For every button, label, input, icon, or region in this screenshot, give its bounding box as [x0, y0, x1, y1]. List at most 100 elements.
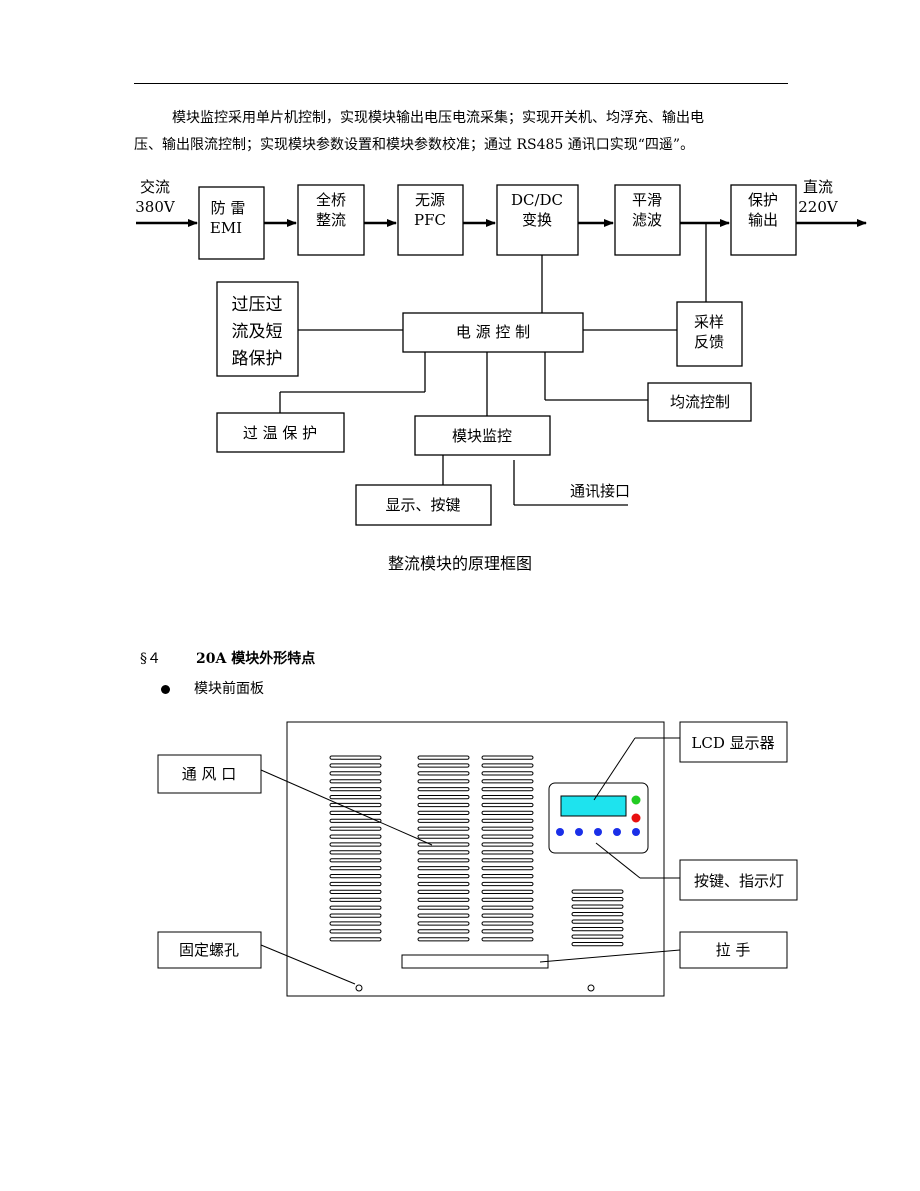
- vent-slot: [417, 810, 470, 815]
- vent-slot: [417, 913, 470, 918]
- callout-lcd: [679, 721, 788, 763]
- vent-slot: [571, 889, 624, 894]
- vent-slot: [481, 779, 534, 784]
- vent-slot: [417, 858, 470, 863]
- vent-slot: [329, 818, 382, 823]
- vent-slot: [417, 866, 470, 871]
- bridge-label-2: 整流: [316, 211, 346, 229]
- screw-hole-right: [587, 984, 595, 992]
- vent-slot: [417, 755, 470, 760]
- vent-slot: [481, 897, 534, 902]
- key-button-4[interactable]: [613, 828, 621, 836]
- vent-slot: [329, 889, 382, 894]
- vent-group-right: [481, 755, 534, 942]
- vent-slot: [417, 842, 470, 847]
- vent-slot: [417, 929, 470, 934]
- vent-slot: [481, 810, 534, 815]
- vent-slot: [329, 755, 382, 760]
- vent-slot: [481, 763, 534, 768]
- box-monitor: [414, 415, 551, 456]
- key-button-3[interactable]: [594, 828, 602, 836]
- box-dcdc: [496, 184, 579, 256]
- vent-slot: [417, 818, 470, 823]
- header-rule: [134, 83, 788, 84]
- vent-slot: [417, 771, 470, 776]
- vent-slot: [481, 874, 534, 879]
- output-label-2: 220V: [798, 198, 839, 216]
- intro-paragraph: 模块监控采用单片机控制，实现模块输出电压电流采集；实现开关机、均浮充、输出电 压…: [134, 105, 794, 159]
- vent-group-middle: [417, 755, 470, 942]
- callout-keys-leds: [679, 859, 798, 901]
- section-title: 20A 模块外形特点: [196, 651, 316, 667]
- vent-slot: [571, 904, 624, 909]
- vent-slot: [481, 929, 534, 934]
- callout-screw-hole-label: 固定螺孔: [179, 941, 239, 959]
- led-green: [631, 795, 641, 805]
- display-keys-label: 显示、按键: [385, 496, 460, 514]
- section-number: §４: [140, 651, 161, 667]
- section-heading: §４ 20A 模块外形特点: [140, 648, 315, 668]
- lcd-display: [560, 795, 627, 817]
- emi-label-1: 防 雷: [211, 199, 246, 217]
- callout-vent: [157, 754, 262, 794]
- current-share-label: 均流控制: [670, 393, 730, 411]
- vent-slot: [481, 826, 534, 831]
- vent-slot: [417, 897, 470, 902]
- vent-slot: [481, 787, 534, 792]
- led-red: [631, 813, 641, 823]
- box-sample-feedback: [676, 301, 743, 367]
- bullet-text: 模块前面板: [194, 681, 264, 697]
- vent-slot: [329, 937, 382, 942]
- callout-vent-label: 通 风 口: [182, 765, 237, 783]
- vent-slot: [481, 771, 534, 776]
- screw-hole-left: [355, 984, 363, 992]
- vent-slot: [329, 913, 382, 918]
- leader-lcd-d: [593, 737, 636, 801]
- vent-slot: [481, 834, 534, 839]
- output-label-1: 直流: [803, 178, 833, 196]
- box-overvolt: [216, 281, 299, 377]
- vent-slot: [481, 913, 534, 918]
- overvolt-label-2: 流及短: [232, 322, 283, 342]
- box-filter: [614, 184, 681, 256]
- vent-slot: [329, 834, 382, 839]
- vent-slot: [329, 771, 382, 776]
- key-button-1[interactable]: [556, 828, 564, 836]
- vent-slot: [417, 763, 470, 768]
- callout-lcd-label: LCD 显示器: [691, 734, 774, 752]
- protect-label-2: 输出: [748, 211, 778, 229]
- bridge-label-1: 全桥: [316, 191, 346, 209]
- box-emi: [198, 186, 265, 260]
- callout-handle-label: 拉 手: [716, 941, 751, 959]
- leader-screw: [260, 944, 356, 985]
- filter-label-1: 平滑: [632, 191, 662, 209]
- vent-slot: [481, 842, 534, 847]
- vent-slot: [571, 942, 624, 947]
- vent-slot: [571, 897, 624, 902]
- overvolt-label-3: 路保护: [232, 349, 283, 369]
- key-buttons[interactable]: [556, 828, 640, 836]
- key-button-2[interactable]: [575, 828, 583, 836]
- pfc-label-1: 无源: [415, 191, 445, 209]
- key-button-5[interactable]: [632, 828, 640, 836]
- vent-slot: [417, 834, 470, 839]
- vent-slot: [417, 874, 470, 879]
- box-pfc: [397, 184, 464, 256]
- monitor-label: 模块监控: [452, 427, 512, 445]
- vent-slot: [329, 858, 382, 863]
- box-protect-out: [730, 184, 797, 256]
- vent-slot: [417, 881, 470, 887]
- vent-slot: [481, 755, 534, 760]
- vent-slot: [417, 921, 470, 926]
- vent-slot: [329, 905, 382, 910]
- pull-handle[interactable]: [401, 954, 549, 969]
- sample-label-2: 反馈: [694, 333, 724, 351]
- box-bridge: [297, 184, 365, 256]
- sample-label-1: 采样: [694, 313, 724, 331]
- vent-slot: [329, 850, 382, 855]
- vent-slot: [417, 826, 470, 831]
- vent-slot: [329, 874, 382, 879]
- vent-slot: [481, 818, 534, 823]
- vent-slot: [329, 881, 382, 887]
- vent-slot: [481, 921, 534, 926]
